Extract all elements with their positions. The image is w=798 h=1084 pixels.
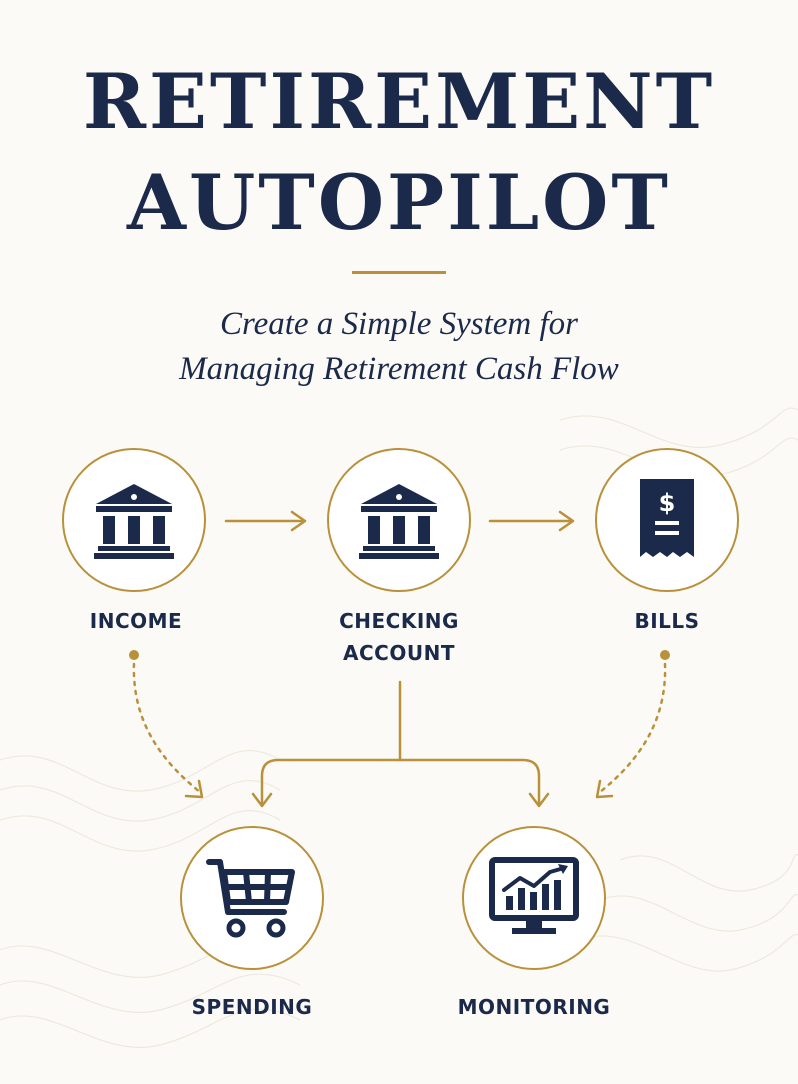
arrow-checking-to-bills — [488, 510, 575, 532]
monitoring-node — [462, 826, 606, 970]
spending-label: SPENDING — [191, 995, 313, 1019]
spending-node — [180, 826, 324, 970]
checking-label-line-1: CHECKING — [339, 609, 459, 633]
dot-bills — [660, 650, 670, 660]
title-line-2: AUTOPILOT — [127, 158, 671, 247]
arrow-income-to-checking — [224, 510, 307, 532]
bills-node: $ — [595, 448, 739, 592]
arrow-checking-to-spending-and-monitoring — [251, 680, 550, 808]
title-divider — [352, 271, 446, 274]
monitoring-label: MONITORING — [457, 995, 611, 1019]
monitor-chart-icon — [489, 857, 579, 934]
title-line-1: RETIREMENT — [82, 57, 716, 146]
bills-label: BILLS — [634, 609, 700, 633]
subtitle-line-1: Create a Simple System for — [219, 306, 579, 342]
dot-income — [129, 650, 139, 660]
bank-icon — [94, 484, 174, 559]
checking-account-node — [327, 448, 471, 592]
dotted-arrow-bills-to-monitoring — [598, 662, 667, 794]
checking-label-line-2: ACCOUNT — [343, 641, 455, 665]
bank-icon — [359, 484, 439, 559]
income-node — [62, 448, 206, 592]
svg-text:$: $ — [659, 489, 676, 517]
income-label: INCOME — [89, 609, 183, 633]
dotted-arrow-income-to-spending — [132, 662, 202, 794]
subtitle-line-2: Managing Retirement Cash Flow — [179, 351, 619, 387]
shopping-cart-icon — [206, 859, 295, 938]
receipt-dollar-icon: $ — [640, 479, 694, 557]
